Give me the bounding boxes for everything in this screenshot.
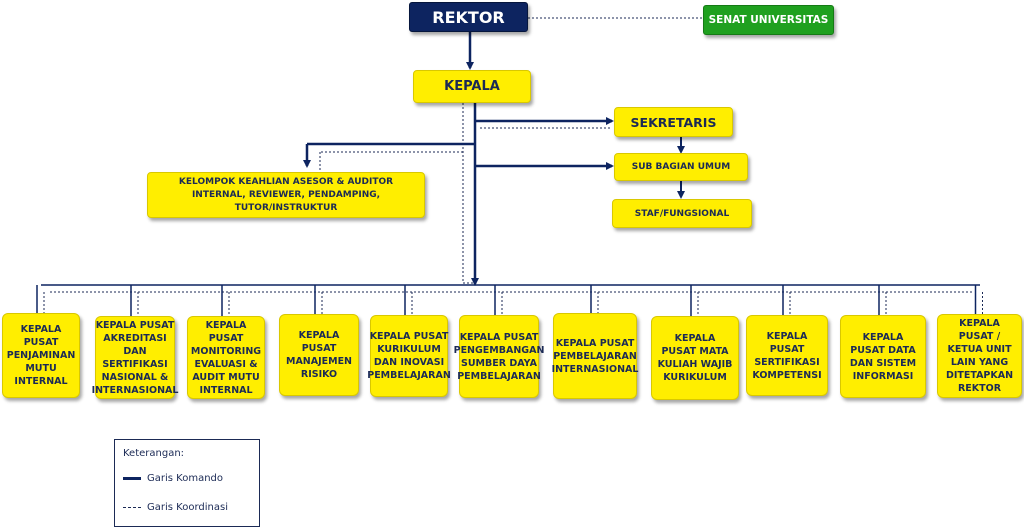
rektor-box: REKTOR xyxy=(409,2,528,32)
senat-box: SENAT UNIVERSITAS xyxy=(703,5,834,35)
unit-mata-kuliah: KEPALA PUSAT MATA KULIAH WAJIB KURIKULUM xyxy=(651,316,739,400)
sekretaris-box: SEKRETARIS xyxy=(614,107,733,137)
unit-drop-lines xyxy=(36,285,983,316)
unit-akreditasi: KEPALA PUSAT AKREDITASI DAN SERTIFIKASI … xyxy=(92,316,178,399)
unit-pengembangan: KEPALA PUSAT PENGEMBANGAN SUMBER DAYA PE… xyxy=(454,315,544,398)
solid-line-icon xyxy=(123,477,141,480)
unit-pembelajaran-internasional: KEPALA PUSAT PEMBELAJARAN INTERNASIONAL xyxy=(552,313,638,399)
legend-title: Keterangan: xyxy=(123,448,185,459)
unit-kurikulum: KEPALA PUSAT KURIKULUM DAN INOVASI PEMBE… xyxy=(367,315,451,397)
sub-bagian-box: SUB BAGIAN UMUM xyxy=(614,153,748,181)
legend: Keterangan: Garis Komando Garis Koordina… xyxy=(114,439,260,527)
dashed-line-icon xyxy=(123,507,141,508)
unit-lain: KEPALA PUSAT / KETUA UNIT LAIN YANG DITE… xyxy=(937,314,1022,398)
unit-penjaminan-mutu: KEPALA PUSAT PENJAMINAN MUTU INTERNAL xyxy=(2,313,80,398)
unit-monitoring: KEPALA PUSAT MONITORING EVALUASI & AUDIT… xyxy=(187,316,265,399)
kelompok-box: KELOMPOK KEAHLIAN ASESOR & AUDITOR INTER… xyxy=(147,172,425,218)
unit-data-sistem: KEPALA PUSAT DATA DAN SISTEM INFORMASI xyxy=(840,315,926,398)
unit-sertifikasi: KEPALA PUSAT SERTIFIKASI KOMPETENSI xyxy=(746,315,828,396)
legend-koordinasi-label: Garis Koordinasi xyxy=(147,502,228,513)
legend-komando: Garis Komando xyxy=(123,473,223,484)
kepala-box: KEPALA xyxy=(413,70,531,103)
legend-komando-label: Garis Komando xyxy=(147,473,224,484)
unit-manajemen-risiko: KEPALA PUSAT MANAJEMEN RISIKO xyxy=(279,314,359,396)
staf-box: STAF/FUNGSIONAL xyxy=(612,199,752,228)
legend-koordinasi: Garis Koordinasi xyxy=(123,502,228,513)
